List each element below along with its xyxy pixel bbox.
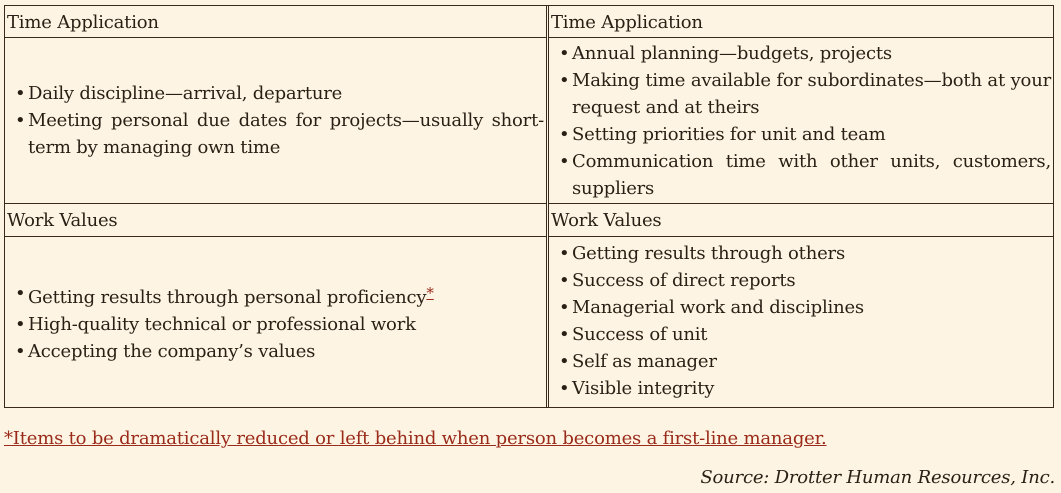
bullet-icon: •	[559, 43, 570, 64]
list-item: •Success of unit	[559, 321, 1051, 348]
list-item: •Annual planning—budgets, projects	[559, 40, 1051, 67]
work-values-right-list: •Getting results through others •Success…	[559, 240, 1051, 402]
work-values-header-left: Work Values	[5, 203, 546, 237]
work-values-right-cell: •Getting results through others •Success…	[549, 237, 1053, 407]
bullet-icon: •	[15, 282, 26, 304]
bullet-icon: •	[559, 324, 570, 345]
bullet-icon: •	[15, 340, 26, 362]
bullet-icon: •	[559, 70, 570, 91]
list-item: •Getting results through others	[559, 240, 1051, 267]
list-item: •Accepting the company’s values	[15, 338, 544, 365]
bullet-icon: •	[559, 378, 570, 399]
footnote-link[interactable]: *Items to be dramatically reduced or lef…	[4, 428, 827, 449]
bullet-icon: •	[15, 313, 26, 335]
list-item: •Success of direct reports	[559, 267, 1051, 294]
list-item: •Communication time with other units, cu…	[559, 148, 1051, 202]
list-item: •Getting results through personal profic…	[15, 280, 544, 311]
list-item: •High-quality technical or professional …	[15, 311, 544, 338]
list-item: •Setting priorities for unit and team	[559, 121, 1051, 148]
time-application-left-list: •Daily discipline—arrival, departure •Me…	[15, 80, 544, 161]
bullet-icon: •	[559, 124, 570, 145]
time-application-header-left: Time Application	[5, 6, 546, 38]
comparison-table: Time Application Time Application •Daily…	[4, 5, 1054, 408]
bullet-icon: •	[559, 270, 570, 291]
work-values-left-list: •Getting results through personal profic…	[15, 280, 544, 365]
time-application-right-cell: •Annual planning—budgets, projects •Maki…	[549, 38, 1053, 203]
list-item: •Making time available for subordinates—…	[559, 67, 1051, 121]
work-values-header-right: Work Values	[549, 203, 1053, 237]
time-application-right-list: •Annual planning—budgets, projects •Maki…	[559, 40, 1051, 202]
list-item: •Meeting personal due dates for projects…	[15, 107, 544, 161]
source-credit: Source: Drotter Human Resources, Inc.	[700, 467, 1055, 488]
bullet-icon: •	[559, 243, 570, 264]
footnote-marker[interactable]: *	[426, 283, 434, 302]
column-divider	[546, 6, 549, 407]
list-item: •Daily discipline—arrival, departure	[15, 80, 544, 107]
bullet-icon: •	[559, 151, 570, 172]
bullet-icon: •	[15, 110, 26, 131]
bullet-icon: •	[559, 297, 570, 318]
bullet-icon: •	[15, 83, 26, 104]
time-application-left-cell: •Daily discipline—arrival, departure •Me…	[5, 38, 546, 203]
list-item: •Self as manager	[559, 348, 1051, 375]
work-values-left-cell: •Getting results through personal profic…	[5, 237, 546, 407]
time-application-header-right: Time Application	[549, 6, 1053, 38]
list-item: •Managerial work and disciplines	[559, 294, 1051, 321]
bullet-icon: •	[559, 351, 570, 372]
list-item: •Visible integrity	[559, 375, 1051, 402]
